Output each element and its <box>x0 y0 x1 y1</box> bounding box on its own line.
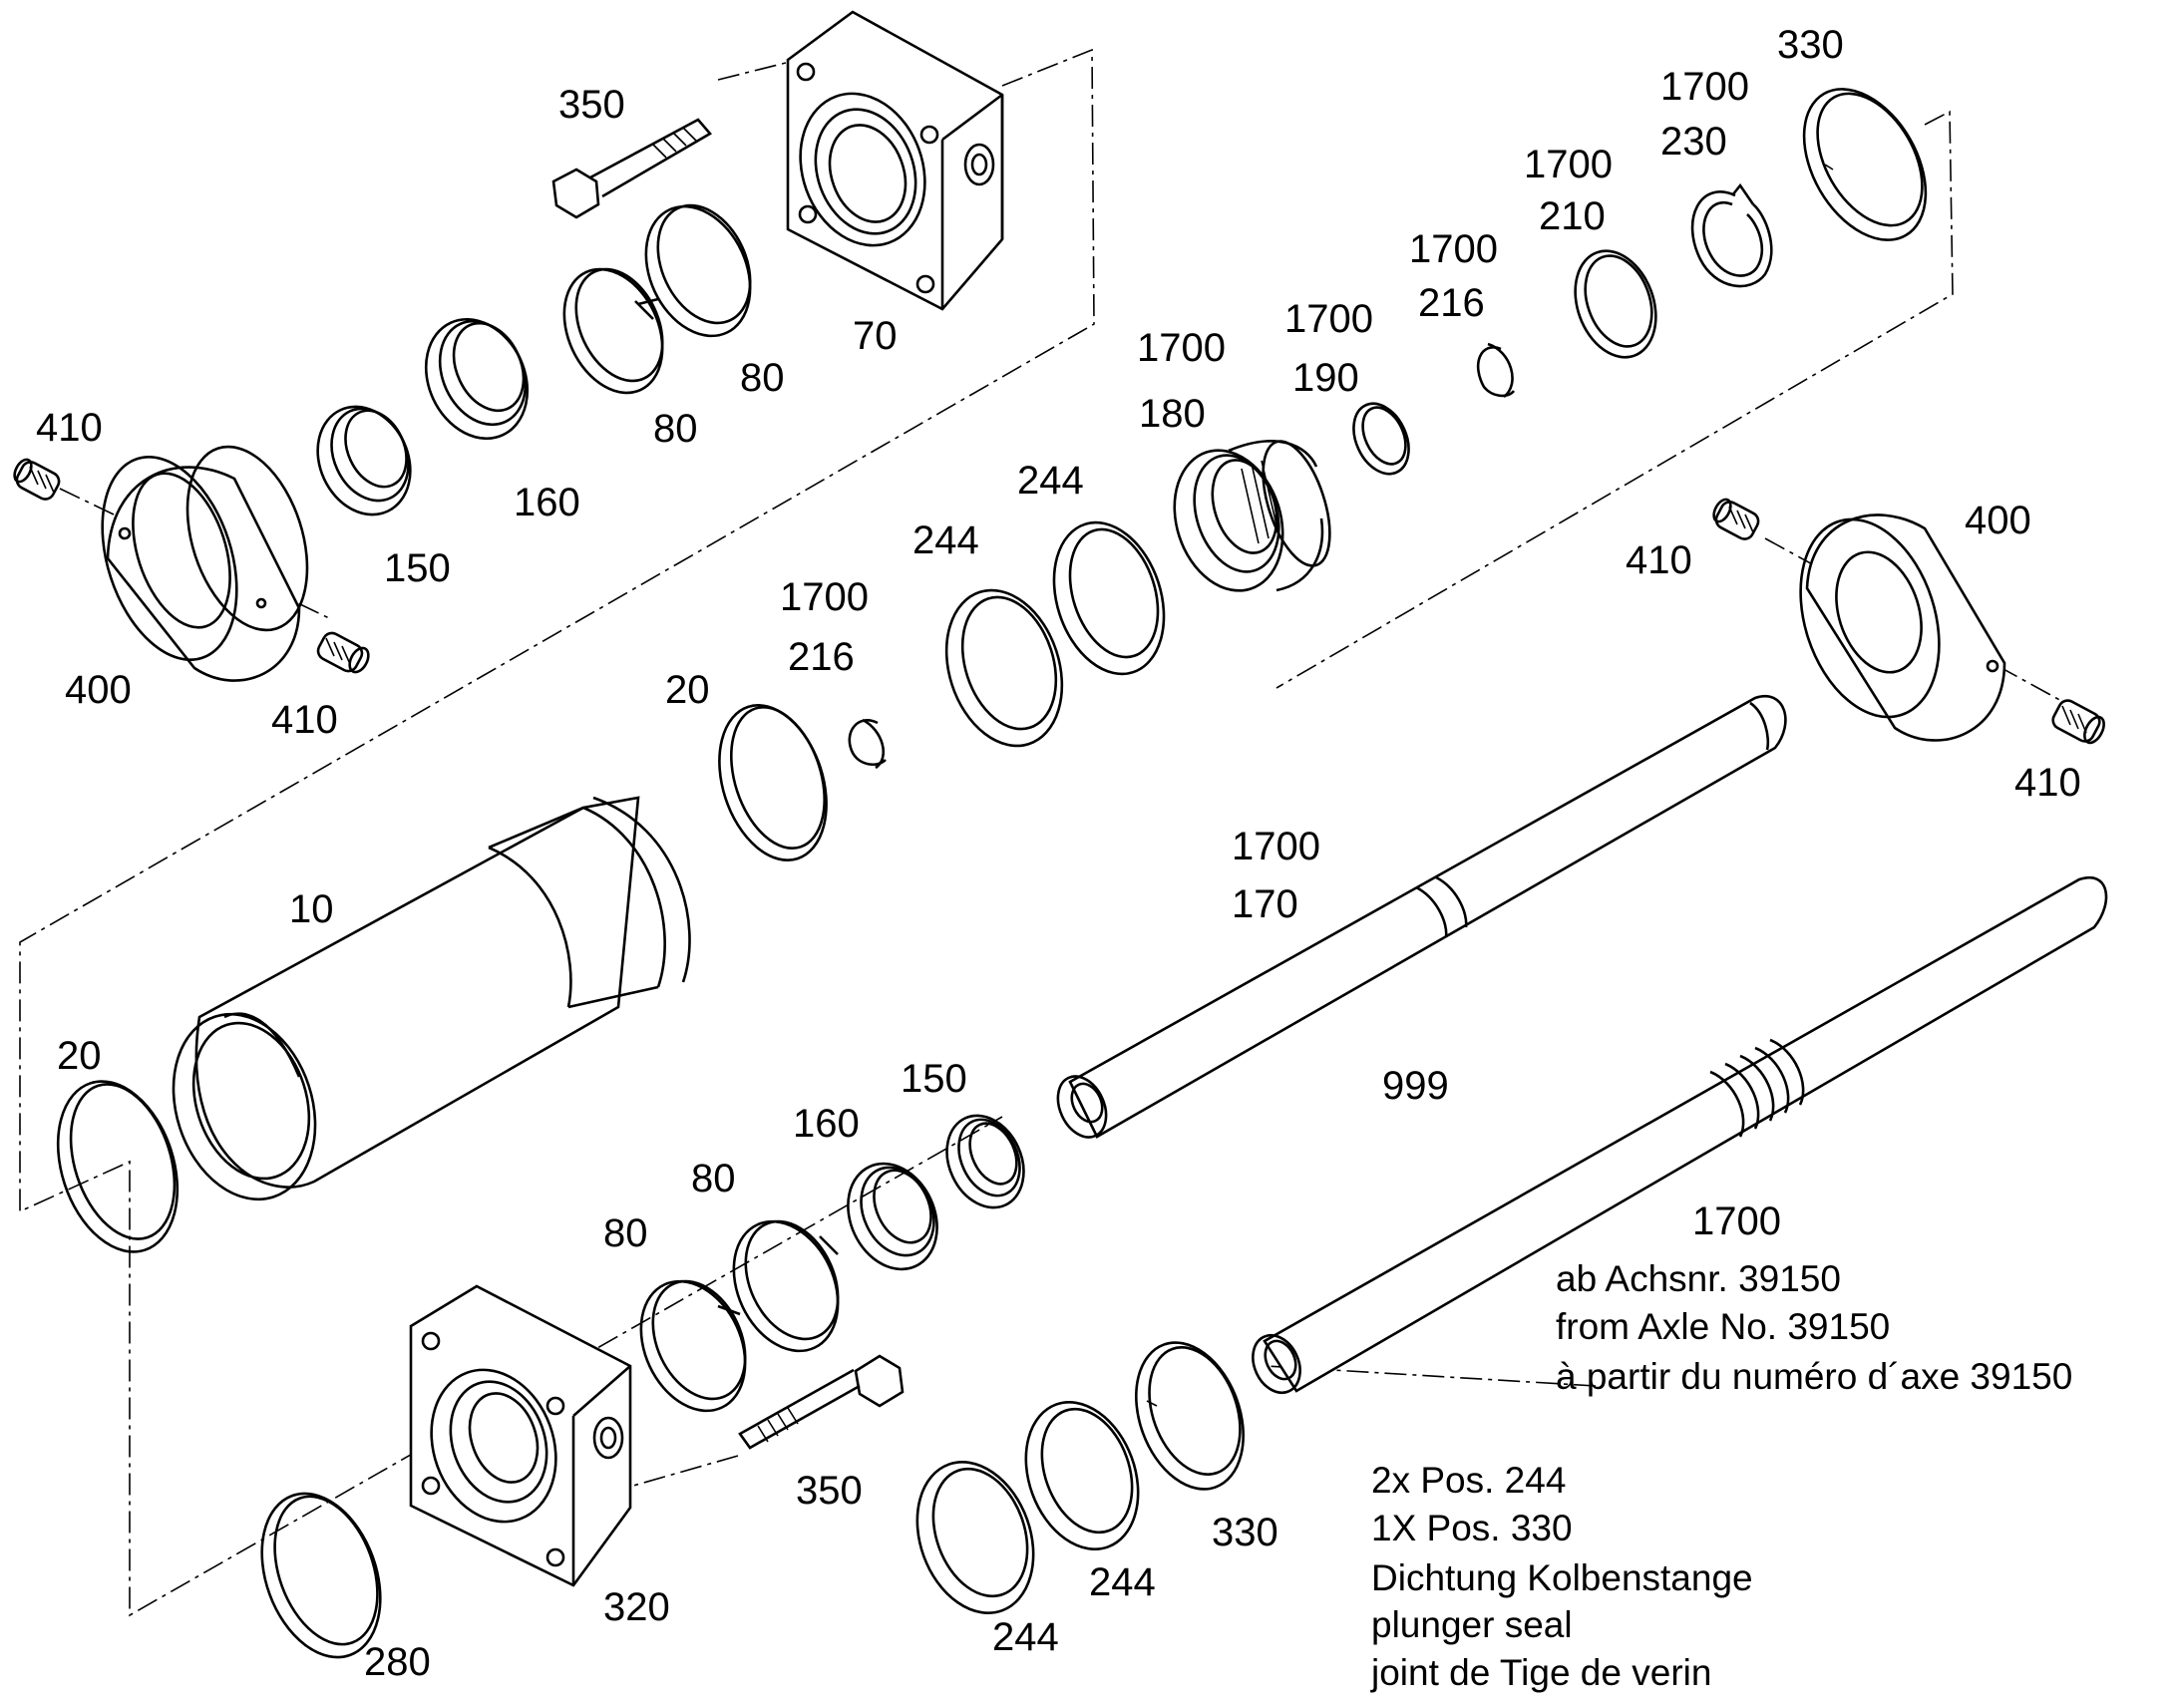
flange-part-70 <box>786 10 1004 311</box>
label-70: 70 <box>853 314 898 358</box>
seal-note-line-4: plunger seal <box>1371 1604 1573 1645</box>
label-80-b: 80 <box>653 407 698 451</box>
piston-rod-part-1700 <box>1252 875 2108 1395</box>
pin-part-410-right-top <box>1712 498 1760 540</box>
piston-rod-part-170 <box>1056 695 1787 1139</box>
label-1700-180: 1700 <box>1137 326 1226 370</box>
axle-note-line-3: à partir du numéro d´axe 39150 <box>1556 1356 2072 1397</box>
label-1700-230: 1700 <box>1660 65 1749 109</box>
pin-part-410-right-bottom <box>2051 699 2105 745</box>
pin-part-410-bottom-left <box>316 631 370 674</box>
label-320: 320 <box>603 1585 670 1629</box>
label-350-top: 350 <box>558 83 625 127</box>
wiper-ring-part-244-bottom-a <box>915 1461 1035 1614</box>
seal-note-line-5: joint de Tige de verin <box>1370 1652 1711 1693</box>
label-410-top-left: 410 <box>36 406 103 450</box>
label-244-c: 244 <box>1089 1560 1156 1604</box>
label-410-right-bottom: 410 <box>2014 761 2081 805</box>
ring-part-190 <box>1352 402 1410 476</box>
label-400-left: 400 <box>65 668 132 712</box>
clip-part-216-top <box>1476 342 1516 399</box>
bolt-part-350-bottom <box>738 1354 905 1450</box>
label-330-top: 330 <box>1777 23 1844 67</box>
piston-part-180 <box>1173 440 1331 592</box>
bolt-part-350-top <box>551 118 713 219</box>
label-1700-190: 1700 <box>1284 297 1373 341</box>
seal-part-150-bottom <box>945 1114 1025 1209</box>
wiper-ring-part-244-bottom-b <box>1024 1401 1140 1550</box>
label-160-top: 160 <box>514 481 580 524</box>
pin-part-410-top-left <box>13 458 61 501</box>
label-1700-170: 1700 <box>1232 825 1320 868</box>
label-150-bottom: 150 <box>901 1057 967 1101</box>
upper-rear-axis <box>1275 110 1954 689</box>
seal-part-160-top <box>424 317 530 441</box>
seal-part-160-bottom <box>847 1162 938 1271</box>
label-210: 210 <box>1539 194 1606 238</box>
snap-ring-part-230 <box>1690 182 1773 288</box>
axle-note-line-2: from Axle No. 39150 <box>1556 1306 1890 1347</box>
label-20-mid: 20 <box>665 668 710 712</box>
seal-note-line-2: 1X Pos. 330 <box>1371 1508 1573 1548</box>
label-150-top: 150 <box>384 546 451 590</box>
ring-part-280 <box>260 1492 382 1659</box>
label-1700-bottom: 1700 <box>1692 1199 1781 1243</box>
label-216-top: 216 <box>1418 281 1485 325</box>
label-190: 190 <box>1292 356 1359 400</box>
label-10: 10 <box>289 887 334 931</box>
seal-note-line-1: 2x Pos. 244 <box>1371 1460 1566 1501</box>
ring-part-20-mid <box>718 704 828 861</box>
label-170: 170 <box>1232 882 1298 926</box>
wiper-ring-part-244-mid-b <box>1052 520 1166 676</box>
label-244-d: 244 <box>992 1615 1059 1659</box>
cylinder-part-10 <box>172 796 691 1201</box>
label-1700-216-top: 1700 <box>1409 227 1498 271</box>
label-999: 999 <box>1382 1064 1449 1108</box>
label-20-left: 20 <box>57 1034 102 1078</box>
label-230: 230 <box>1660 120 1727 164</box>
label-410-right-top: 410 <box>1626 538 1692 582</box>
collar-part-400-left <box>101 445 309 682</box>
label-80-a: 80 <box>740 356 785 400</box>
label-1700-210: 1700 <box>1524 143 1613 186</box>
label-180: 180 <box>1139 392 1206 436</box>
ring-part-210 <box>1574 249 1657 359</box>
seal-part-150-top <box>316 405 412 516</box>
guide-ring-part-80-bottom-a <box>732 1219 840 1353</box>
label-1700-216-mid: 1700 <box>780 575 869 619</box>
label-80-d: 80 <box>603 1211 648 1255</box>
bolt-axis-top <box>717 59 799 81</box>
collar-part-400-right <box>1799 513 2006 742</box>
flange-part-320 <box>409 1284 632 1587</box>
ring-part-330-bottom <box>1135 1341 1245 1491</box>
label-350-bottom: 350 <box>796 1469 863 1513</box>
ring-part-330-top <box>1802 88 1928 241</box>
part-labels: 350 330 1700 230 1700 210 1700 216 1700 … <box>36 23 2081 1684</box>
label-330-bottom: 330 <box>1212 1511 1278 1554</box>
label-280: 280 <box>364 1640 431 1684</box>
upper-assembly-axis <box>19 48 1095 1617</box>
guide-ring-80-pair-top <box>562 267 664 395</box>
axle-note: ab Achsnr. 39150 from Axle No. 39150 à p… <box>1556 1258 2072 1397</box>
label-80-c: 80 <box>691 1157 736 1200</box>
label-216-mid: 216 <box>788 635 855 679</box>
seal-note-line-3: Dichtung Kolbenstange <box>1371 1557 1753 1598</box>
label-160-bottom: 160 <box>793 1102 860 1146</box>
guide-ring-part-80-bottom-b <box>639 1279 747 1413</box>
label-400-right: 400 <box>1965 499 2031 542</box>
label-244-b: 244 <box>912 518 979 562</box>
label-244-a: 244 <box>1017 459 1084 503</box>
axle-note-line-1: ab Achsnr. 39150 <box>1556 1258 1841 1299</box>
label-410-bottom-left: 410 <box>271 698 338 742</box>
seal-note: 2x Pos. 244 1X Pos. 330 Dichtung Kolbens… <box>1370 1460 1753 1693</box>
ring-part-20-left <box>56 1080 180 1253</box>
wiper-ring-part-244-mid-a <box>944 588 1064 748</box>
clip-part-216-mid <box>848 718 887 770</box>
